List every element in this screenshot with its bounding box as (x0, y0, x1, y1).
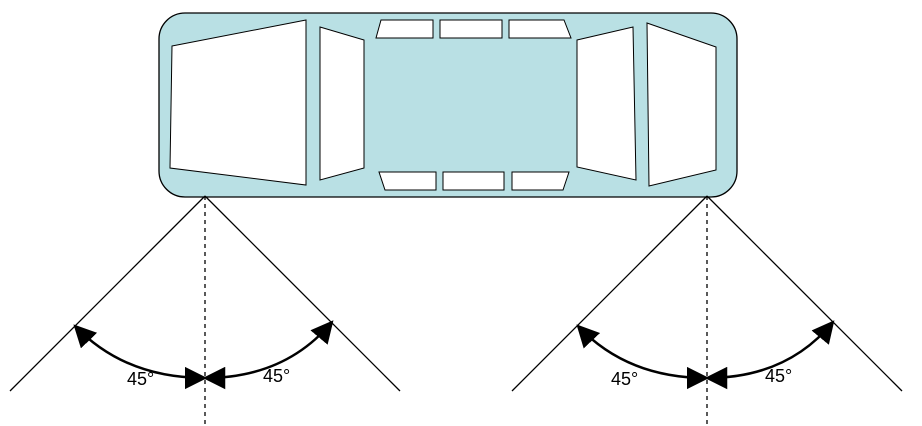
angle-arc-right-a (576, 324, 710, 390)
detection-line-right-inner (706, 195, 903, 392)
windshield (646, 22, 717, 187)
bottom-side-window-2 (442, 171, 505, 191)
detection-line-left-outer (9, 195, 206, 392)
angle-label-left-a: 45° (127, 369, 154, 389)
angle-label-right-b: 45° (765, 366, 792, 386)
rear-pillar-window (319, 26, 365, 181)
detection-line-right-outer (511, 195, 708, 392)
top-side-window-1 (375, 19, 434, 39)
angle-label-right-a: 45° (611, 369, 638, 389)
top-side-window-3 (508, 19, 572, 39)
bottom-side-window-1 (378, 171, 437, 191)
top-side-window-2 (439, 19, 503, 39)
bottom-side-window-3 (511, 171, 570, 191)
angle-arc-right-b (704, 320, 835, 390)
sensor-zone-left: 45° 45° (9, 195, 401, 424)
front-pillar-window (576, 26, 637, 181)
angle-arc-left-b (202, 320, 334, 390)
sensor-zone-right: 45° 45° (511, 195, 903, 424)
car (158, 12, 738, 198)
rear-window (169, 19, 307, 186)
angle-label-left-b: 45° (263, 366, 290, 386)
detection-line-left-inner (204, 195, 401, 392)
angle-arc-left-a (73, 324, 208, 390)
